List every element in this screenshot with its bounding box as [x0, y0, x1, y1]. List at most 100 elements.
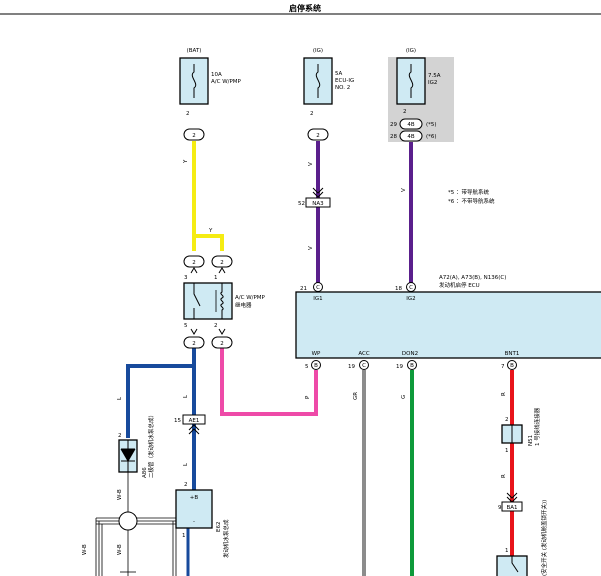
diode-label: 二极管（发动机水泵总成） — [147, 412, 155, 478]
wire-label-l3: L — [183, 462, 189, 466]
wire-label-v3: V — [401, 188, 407, 192]
relay-box — [183, 282, 233, 320]
fuse-bat-rating: 10A — [211, 72, 222, 78]
connector-ae1-arrow — [188, 424, 200, 435]
n51-pin-bottom: 1 — [505, 448, 509, 454]
pump-label: 发动机水泵总成 — [222, 519, 230, 558]
connector-ae1-name: AE1 — [189, 418, 200, 424]
fuse-bat-pill — [183, 128, 205, 141]
fuse-ig2-pill-a-label: 4B — [407, 122, 414, 128]
relay-bottom-pill-left — [183, 336, 205, 349]
wire-label-wb2: W-B — [117, 544, 123, 555]
connector-ae1-pin: 15 — [174, 418, 181, 424]
ecu-bottom-pin-acc: 19 — [348, 364, 355, 370]
relay-bottom-pill-right — [211, 336, 233, 349]
wire-label-v1: V — [308, 162, 314, 166]
diode-code: A86 — [142, 467, 148, 478]
ecu-title-2: 发动机启停 ECU — [439, 281, 480, 289]
relay-bottom-arrows — [190, 328, 226, 335]
ecu-bottom-pin-bnt1: 7 — [501, 364, 505, 370]
relay-coil-icon — [220, 283, 224, 319]
wire-blue-diode — [126, 364, 194, 438]
connector-ba1-name: BA1 — [506, 505, 517, 511]
ecu-bottom-pin-wp: 5 — [305, 364, 309, 370]
ecu-bottom-conn-bnt1-label: B — [510, 363, 514, 369]
page-title: 启停系统 — [289, 3, 321, 13]
fuse-ig1-pin: 2 — [310, 111, 314, 117]
ecu-bottom-conn-don2 — [407, 360, 417, 370]
ecu-bottom-conn-acc — [359, 360, 369, 370]
connector-ba1 — [501, 501, 523, 512]
relay-top-pill-right-label: 2 — [220, 260, 224, 266]
fuse-bat-pin: 2 — [186, 111, 190, 117]
fuse-ig2-source: (IG) — [406, 48, 416, 54]
relay-pin-bottom-left: 5 — [184, 323, 188, 329]
fuse-ig1-name1: ECU-IG — [335, 78, 354, 84]
relay-pin-top-left: 3 — [184, 275, 188, 281]
ecu-bottom-pin-don2: 19 — [396, 364, 403, 370]
ecu-bottom-name-don2: DON2 — [402, 351, 418, 357]
ecu-top-pin-2: 18 — [395, 286, 402, 292]
ecu-top-name-1: IG1 — [313, 296, 322, 302]
pump-pin-bottom: 1 — [182, 533, 186, 539]
wire-label-gr: GR — [353, 392, 359, 400]
ecu-bottom-name-bnt1: BNT1 — [505, 351, 520, 357]
fuse-bat-source: (BAT) — [187, 48, 202, 54]
wire-yellow-branch — [194, 234, 224, 251]
wire-label-wb3: W-B — [82, 544, 88, 555]
fuse-ig2-pill-b-label: 4B — [407, 134, 414, 140]
relay-pin-top-right: 1 — [214, 275, 218, 281]
fuse-ig1-name2: NO. 2 — [335, 85, 350, 91]
wire-label-r1: R — [501, 392, 507, 396]
wire-label-r2: R — [501, 474, 507, 478]
ecu-bottom-name-acc: ACC — [358, 351, 370, 357]
wire-label-g: G — [401, 395, 407, 399]
relay-y-label: Y — [208, 228, 213, 234]
relay-top-pill-right — [211, 255, 233, 268]
diode-icon — [120, 440, 136, 472]
fuse-ig2-name: IG2 — [428, 80, 437, 86]
wire-label-p: P — [305, 395, 311, 399]
switch-pin: 1 — [505, 548, 509, 554]
fuse-ig1-pill-label: 2 — [316, 133, 320, 139]
ecu-bottom-conn-wp — [311, 360, 321, 370]
diode-pin: 2 — [118, 433, 122, 439]
fuse-ig2-note-b: (*6) — [426, 134, 437, 140]
ecu-bottom-conn-don2-label: B — [410, 363, 414, 369]
ecu-top-name-2: IG2 — [406, 296, 415, 302]
fuse-ig1-pill — [307, 128, 329, 141]
wire-label-wb1: W-B — [117, 489, 123, 500]
ecu-top-pin-1: 21 — [300, 286, 307, 292]
pump-plus: +B — [190, 495, 199, 501]
ecu-bottom-name-wp: WP — [312, 351, 321, 357]
wire-label-y1: Y — [183, 159, 189, 164]
fuse-ig1-source: (IG) — [313, 48, 323, 54]
splice-point — [118, 511, 138, 531]
fuse-ig2-pin-a: 29 — [390, 122, 397, 128]
relay-label-1: A/C W/PMP — [235, 295, 266, 301]
pump-minus: - — [193, 519, 195, 525]
fuse-bat-pill-label: 2 — [192, 133, 196, 139]
wire-label-v2: V — [308, 246, 314, 250]
relay-label-2: 继电器 — [235, 301, 252, 309]
wire-pink — [220, 348, 318, 416]
ecu-top-conn-1-label: C — [316, 285, 320, 291]
ecu-bottom-conn-acc-label: C — [362, 363, 366, 369]
n51-label: 1 号接线连接器 — [533, 407, 541, 446]
wire-wb-group — [95, 472, 177, 576]
relay-pin-bottom-right: 2 — [214, 323, 218, 329]
fuse-ig2-note-a: (*5) — [426, 122, 437, 128]
ecu-bottom-conn-bnt1 — [507, 360, 517, 370]
pump-pin-top: 2 — [184, 482, 188, 488]
connector-ba1-pin: 9 — [498, 505, 502, 511]
fuse-bat-name: A/C W/PMP — [211, 79, 242, 85]
fuse-ig2-pill-b — [399, 130, 423, 142]
relay-bottom-pill-left-label: 2 — [192, 341, 196, 347]
connector-na3 — [305, 197, 331, 208]
note-6: *6 ：不带导航系统 — [448, 197, 495, 205]
relay-switch-icon — [193, 283, 201, 319]
fuse-ig2-icon — [408, 64, 414, 98]
pump-code: E62 — [216, 522, 222, 532]
fuse-bat-icon — [191, 64, 197, 98]
